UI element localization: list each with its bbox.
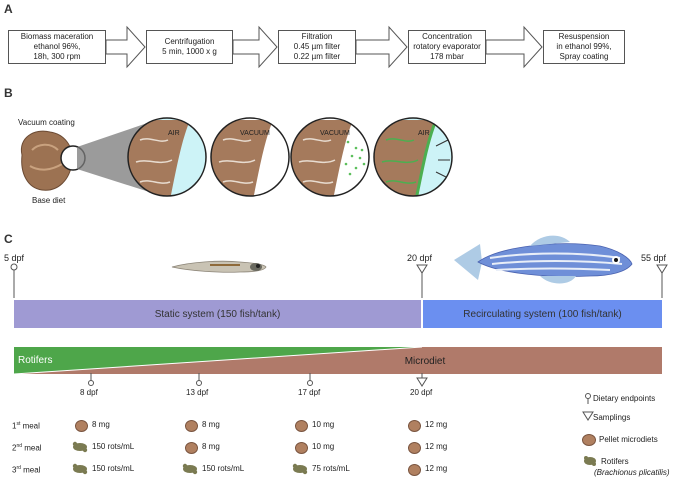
pellet-icon xyxy=(295,442,308,454)
timeline-end-label: 55 dpf xyxy=(641,253,667,263)
step-box-concentration: Concentration rotatory evaporator 178 mb… xyxy=(408,30,486,64)
pellet-icon xyxy=(408,420,421,432)
rotifers-band-label: Rotifers xyxy=(18,354,53,366)
meal-amount: 150 rots/mL xyxy=(92,464,135,473)
meal-amount: 10 mg xyxy=(312,420,335,429)
meal-amount: 12 mg xyxy=(425,420,448,429)
meal-amount: 12 mg xyxy=(425,442,448,451)
legend-dietary-endpoints: Dietary endpoints xyxy=(593,394,656,403)
static-system-bar: Static system (150 fish/tank) xyxy=(14,300,421,328)
legend-pellet-icon xyxy=(582,434,596,446)
larva-image xyxy=(171,260,267,273)
adult-fish-image xyxy=(454,235,633,284)
arrow-4-5 xyxy=(485,25,543,69)
step-box-resuspension: Resuspension in ethanol 99%, Spray coati… xyxy=(543,30,625,64)
circle-label-vacuum-2: VACUUM xyxy=(320,130,350,137)
rotifer-icon xyxy=(71,440,89,459)
legend-icons xyxy=(582,393,594,421)
timeline-start-label: 5 dpf xyxy=(4,253,25,263)
panel-label-a: A xyxy=(4,2,13,16)
legend-pellet-microdiets: Pellet microdiets xyxy=(599,435,658,444)
recirculating-system-label: Recirculating system (100 fish/tank) xyxy=(463,308,622,320)
meal-amount: 12 mg xyxy=(425,464,448,473)
pellet-icon xyxy=(408,442,421,454)
coating-circle-vacuum-1 xyxy=(211,118,289,196)
feeding-day-13: 13 dpf xyxy=(186,388,209,397)
sampling-marker-end xyxy=(656,264,668,274)
arrow-2-3 xyxy=(232,25,278,69)
coating-circle-air xyxy=(128,118,206,196)
rotifer-icon xyxy=(71,462,89,481)
pellet-icon xyxy=(408,464,421,476)
meal-amount: 75 rots/mL xyxy=(312,464,350,473)
rotifer-icon xyxy=(181,462,199,481)
base-diet-label: Base diet xyxy=(32,196,66,205)
feeding-day-20: 20 dpf xyxy=(410,388,433,397)
rotifer-icon xyxy=(291,462,309,481)
meal-amount: 150 rots/mL xyxy=(92,442,135,451)
sampling-marker-mid xyxy=(416,264,428,274)
vacuum-coating-label: Vacuum coating xyxy=(18,118,75,127)
legend-rotifers: Rotifers xyxy=(601,457,629,466)
feeding-day-8: 8 dpf xyxy=(80,388,98,397)
meal-amount: 150 rots/mL xyxy=(202,464,245,473)
pellet-icon xyxy=(295,420,308,432)
coating-circle-air-coated xyxy=(374,118,452,196)
arrow-3-4 xyxy=(355,25,408,69)
static-system-label: Static system (150 fish/tank) xyxy=(154,308,281,320)
timeline-mid-label: 20 dpf xyxy=(407,253,433,263)
step-box-maceration: Biomass maceration ethanol 96%, 18h, 300… xyxy=(8,30,106,64)
pellet-icon xyxy=(185,442,198,454)
meal-label: 3rd meal xyxy=(12,465,41,475)
step-box-filtration: Filtration 0.45 µm filter 0.22 µm filter xyxy=(278,30,356,64)
arrow-1-2 xyxy=(105,25,146,69)
panel-label-c: C xyxy=(4,232,13,246)
pellet-icon xyxy=(75,420,88,432)
legend-rotifer-icon xyxy=(584,456,596,466)
legend-samplings: Samplings xyxy=(593,413,631,422)
meal-label: 1st meal xyxy=(12,421,40,431)
circle-label-air-2: AIR xyxy=(418,130,430,137)
feeding-day-markers xyxy=(88,373,428,387)
meal-label: 2nd meal xyxy=(12,443,42,453)
step-box-centrifugation: Centrifugation 5 min, 1000 x g xyxy=(146,30,233,64)
coating-circle-vacuum-2 xyxy=(291,118,369,196)
timeline-markers xyxy=(10,263,668,298)
meal-amount: 8 mg xyxy=(202,442,220,451)
meal-amount: 8 mg xyxy=(92,420,110,429)
coating-illustration xyxy=(20,117,453,197)
microdiet-band-label: Microdiet xyxy=(404,355,446,367)
circle-label-vacuum-1: VACUUM xyxy=(240,130,270,137)
circle-label-air-1: AIR xyxy=(168,130,180,137)
recirculating-system-bar: Recirculating system (100 fish/tank) xyxy=(423,300,662,328)
meal-amount: 10 mg xyxy=(312,442,335,451)
legend-rotifers-species: (Brachionus plicatilis) xyxy=(594,468,670,477)
pellet-icon xyxy=(185,420,198,432)
meal-amount: 8 mg xyxy=(202,420,220,429)
diet-transition-band xyxy=(14,347,662,374)
panel-label-b: B xyxy=(4,86,13,100)
feeding-day-17: 17 dpf xyxy=(298,388,321,397)
process-arrows xyxy=(105,25,543,69)
endpoint-marker-start xyxy=(10,263,18,271)
